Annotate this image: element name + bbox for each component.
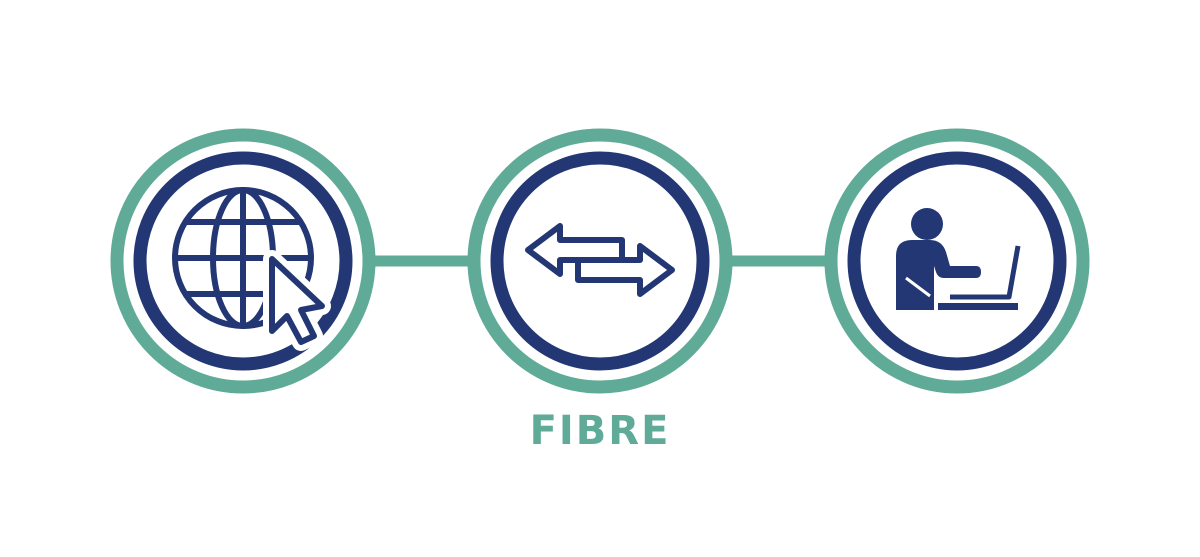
- node-internet: [110, 128, 376, 394]
- node-transfer: [467, 128, 733, 394]
- node-user: [824, 128, 1090, 394]
- globe-cursor-icon: [172, 187, 331, 351]
- inner-ring: [847, 151, 1067, 371]
- person-laptop-icon: [896, 208, 1021, 310]
- exchange-arrows-icon: [525, 223, 675, 297]
- fibre-label: FIBRE: [529, 408, 671, 454]
